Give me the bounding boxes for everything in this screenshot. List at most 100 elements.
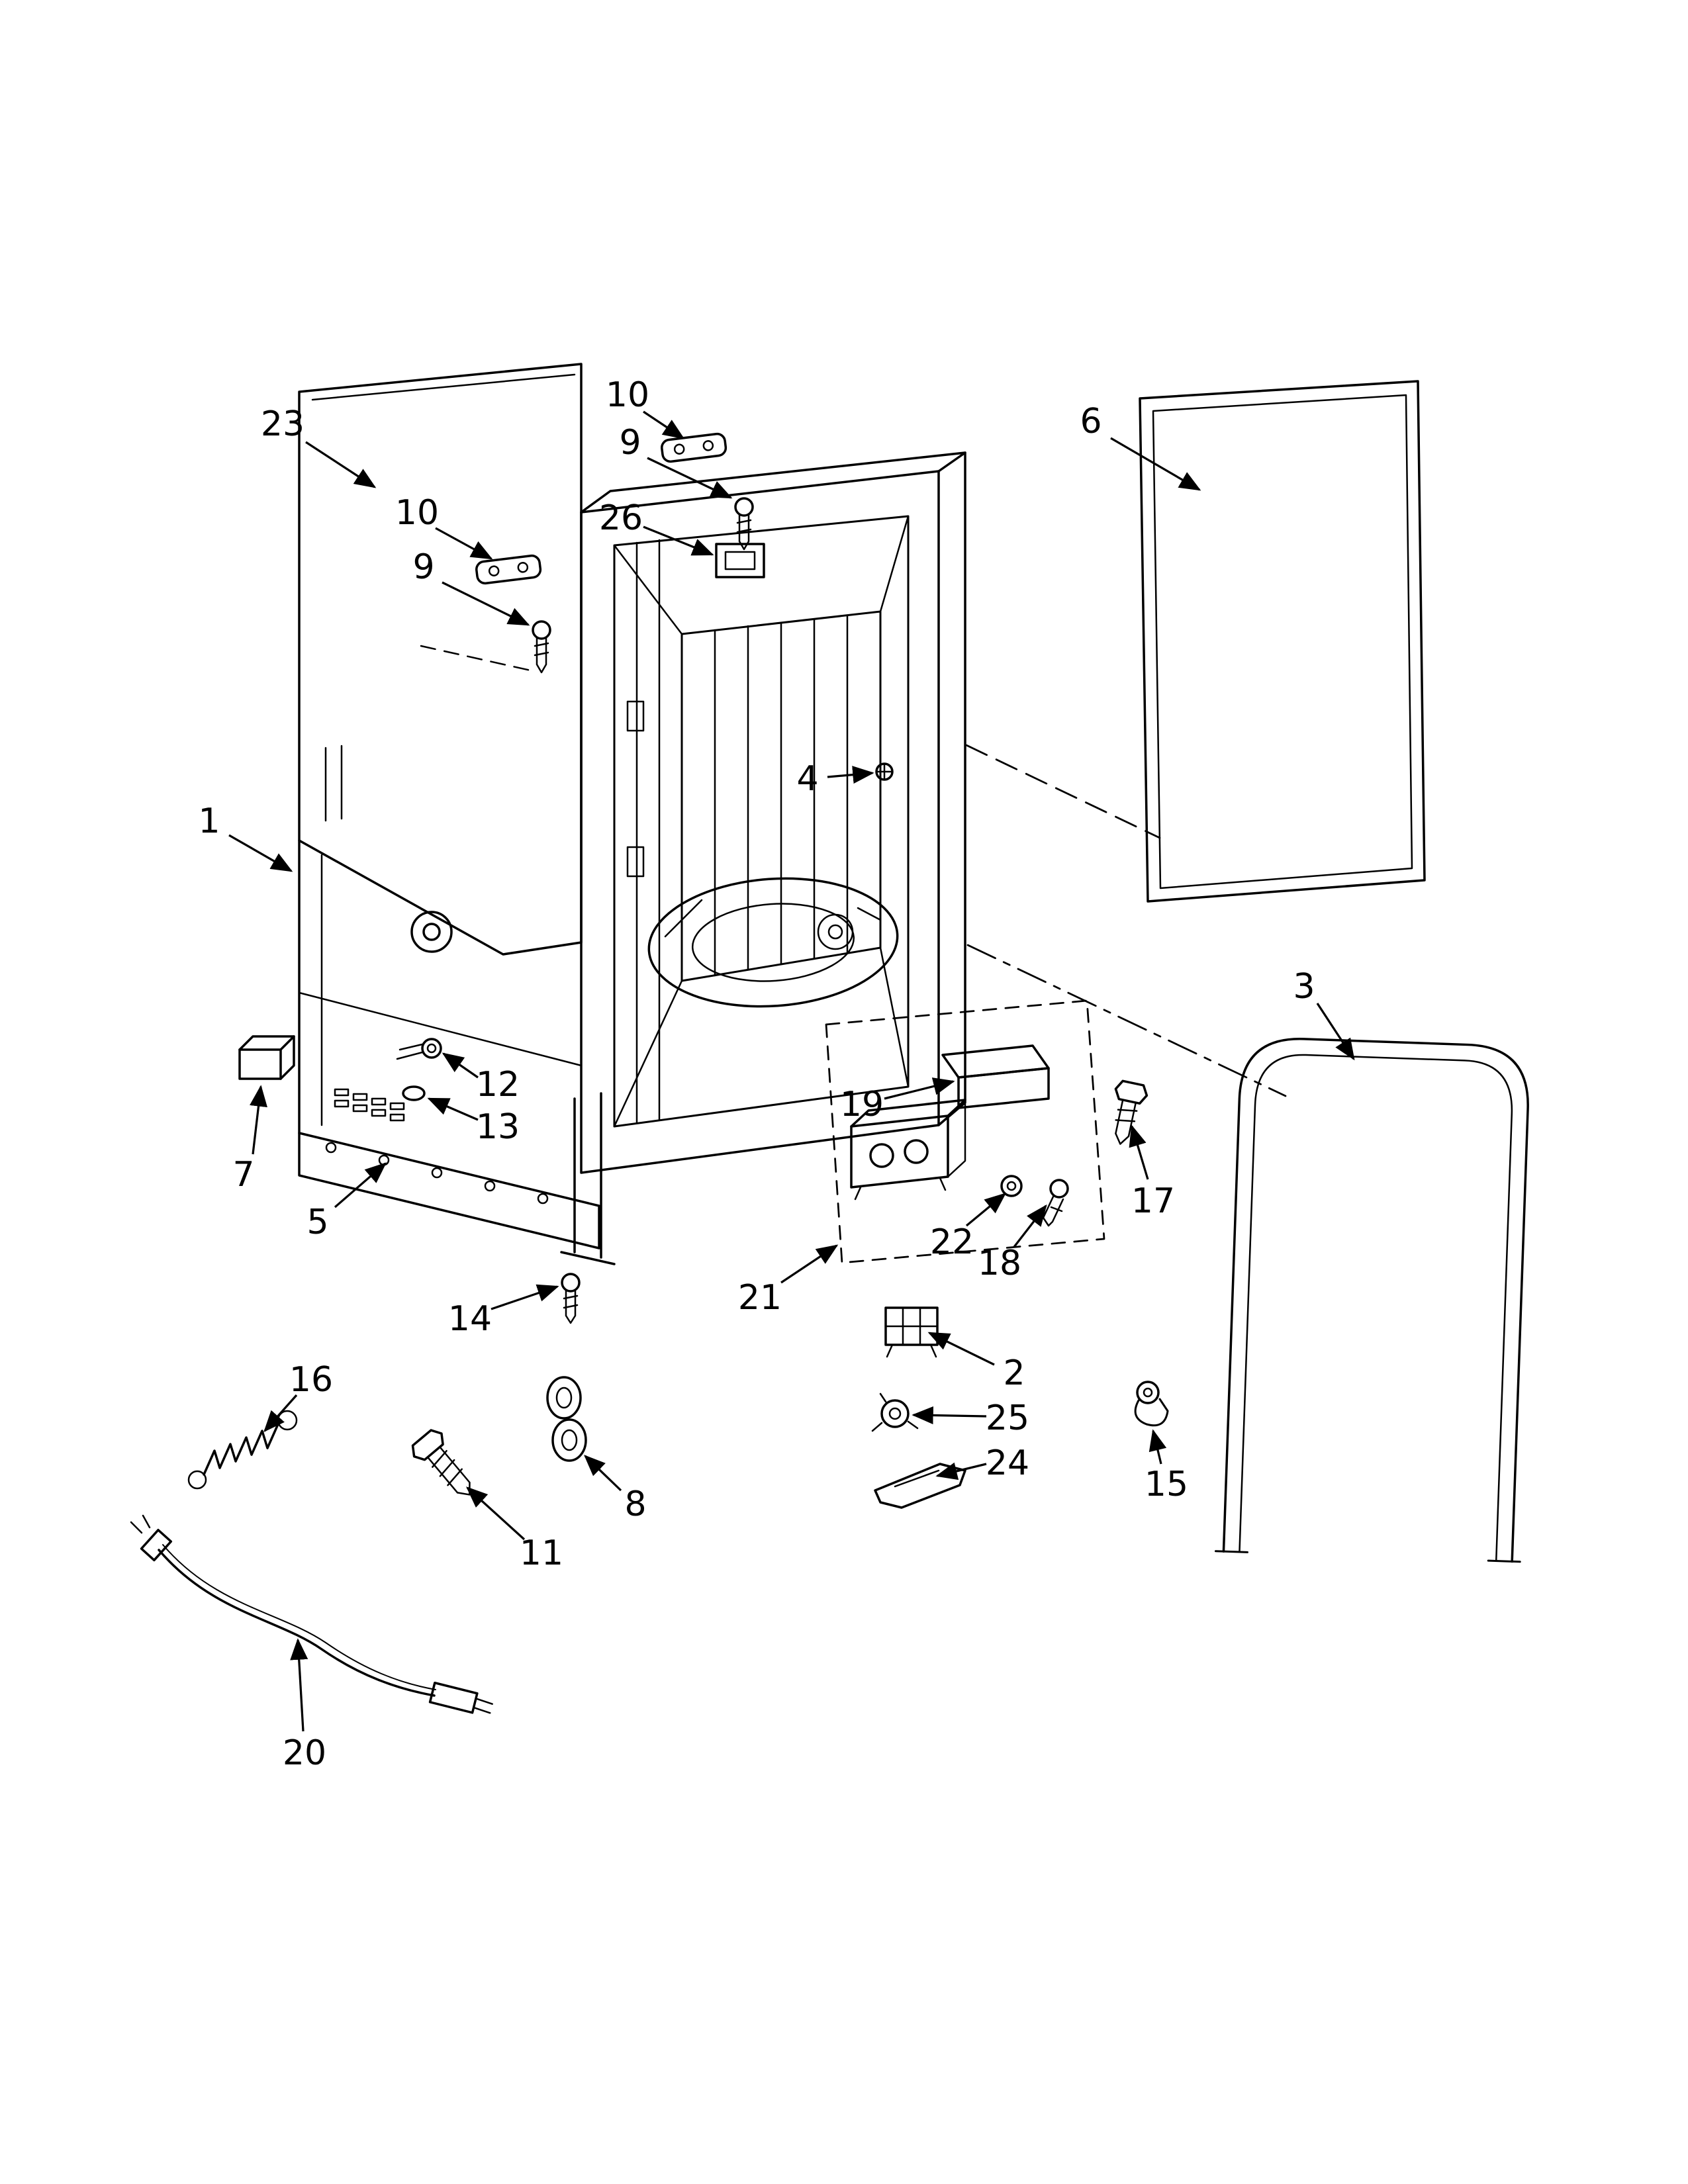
callout-label-12: 12	[476, 1065, 520, 1105]
callout-label-25: 25	[986, 1398, 1029, 1438]
callout-label-17: 17	[1131, 1181, 1175, 1221]
junction-box-assembly	[825, 999, 1105, 1264]
channel-slot	[626, 700, 645, 732]
back-wall-ribs	[714, 614, 849, 977]
sump-outer	[647, 877, 899, 1008]
harness-connector-small	[140, 1529, 173, 1562]
callout-label-10: 10	[606, 375, 649, 415]
callout-arrow-10	[435, 527, 493, 560]
hose-clamp	[1134, 1381, 1169, 1427]
channel-slot	[626, 846, 645, 878]
callout-label-18: 18	[978, 1244, 1021, 1283]
junction-box	[850, 1099, 966, 1201]
callout-arrow-11	[465, 1486, 526, 1541]
callout-arrow-20	[290, 1638, 308, 1732]
tub-opening	[613, 515, 910, 1128]
callout-arrow-9	[442, 581, 530, 626]
cover-screw	[1042, 1179, 1069, 1227]
thermal-fuse	[884, 1306, 939, 1358]
wrap-drain-hole	[410, 911, 453, 953]
callout-arrow-24	[935, 1462, 987, 1480]
grommet-pair	[546, 1376, 587, 1462]
projection-line-door	[965, 744, 1161, 839]
callout-label-22: 22	[930, 1222, 974, 1262]
callout-label-9: 9	[412, 547, 434, 587]
callout-label-6: 6	[1080, 402, 1102, 441]
door-gasket	[1214, 1038, 1529, 1563]
callout-arrow-18	[1013, 1204, 1047, 1248]
callout-arrow-23	[305, 441, 377, 488]
line-artwork	[130, 363, 1529, 1714]
projection-line-gasket	[966, 944, 1287, 1097]
tub-fastener	[875, 762, 894, 781]
mounting-block	[238, 1035, 295, 1080]
frame-screw	[396, 1038, 442, 1060]
callout-label-14: 14	[448, 1299, 492, 1339]
callout-arrow-22	[965, 1193, 1007, 1227]
callout-arrow-15	[1149, 1429, 1167, 1465]
wrap-slots	[324, 745, 343, 822]
sump-detail-lines	[664, 899, 882, 938]
callout-label-5: 5	[306, 1203, 328, 1242]
hidden-edge-line	[420, 645, 535, 672]
tub-outer-wrap	[298, 363, 583, 956]
tub-perspective-lines	[613, 515, 910, 1128]
callout-arrow-3	[1316, 1003, 1355, 1061]
frame-mid-line	[298, 991, 583, 1067]
callout-arrow-2	[927, 1332, 995, 1366]
callout-label-26: 26	[599, 498, 643, 538]
sump-inner	[691, 903, 855, 982]
tub-left-channel	[635, 539, 661, 1124]
callout-label-19: 19	[840, 1085, 884, 1124]
callout-layer: 2310926109641312137519172218211422524151…	[198, 375, 1355, 1773]
wrap-drain-hole-inner	[422, 923, 441, 941]
callout-label-16: 16	[289, 1360, 333, 1400]
callout-arrow-25	[912, 1406, 987, 1425]
harness-connector-large	[428, 1681, 493, 1714]
wrap-outline	[298, 363, 583, 956]
wire-harness	[130, 1514, 493, 1714]
callout-label-15: 15	[1145, 1465, 1188, 1504]
callout-label-1: 1	[198, 801, 220, 841]
callout-arrow-7	[250, 1085, 267, 1155]
callout-label-23: 23	[261, 404, 305, 444]
top-bracket-right	[661, 432, 727, 463]
top-bracket-screw-left	[532, 620, 551, 674]
base-screw	[561, 1273, 581, 1324]
callout-arrow-19	[884, 1077, 955, 1100]
callout-label-8: 8	[624, 1484, 646, 1524]
callout-label-24: 24	[986, 1443, 1029, 1483]
wrap-fold-line	[311, 373, 576, 401]
callout-arrow-12	[442, 1052, 479, 1079]
callout-label-11: 11	[520, 1533, 563, 1573]
box-mounting-screw	[1114, 1079, 1149, 1145]
callout-arrow-8	[584, 1455, 622, 1492]
callout-arrow-1	[228, 834, 293, 872]
callout-label-9: 9	[619, 423, 641, 463]
callout-arrow-26	[643, 525, 714, 556]
tension-spring	[187, 1410, 298, 1490]
callout-label-4: 4	[796, 759, 818, 799]
tub-body	[580, 451, 966, 1174]
callout-arrow-6	[1110, 437, 1201, 491]
callout-arrow-4	[827, 766, 874, 784]
sump-hub	[817, 913, 854, 950]
callout-arrow-13	[427, 1097, 479, 1121]
dashed-enclosure	[825, 999, 1105, 1264]
callout-arrow-5	[334, 1162, 387, 1208]
callout-arrow-16	[263, 1394, 298, 1433]
callout-label-20: 20	[283, 1733, 326, 1773]
top-bracket-screw-right	[734, 497, 754, 551]
callout-arrow-17	[1129, 1124, 1149, 1180]
callout-label-2: 2	[1003, 1353, 1025, 1393]
callout-arrow-10	[643, 410, 685, 439]
top-center-bracket	[715, 543, 765, 578]
switch-bracket	[874, 1463, 966, 1509]
callout-label-7: 7	[232, 1155, 254, 1195]
tub-leg-bracket	[560, 1092, 616, 1265]
tub-support-frame	[298, 839, 600, 1250]
top-bracket-left	[475, 554, 542, 585]
callout-arrow-21	[780, 1244, 839, 1284]
